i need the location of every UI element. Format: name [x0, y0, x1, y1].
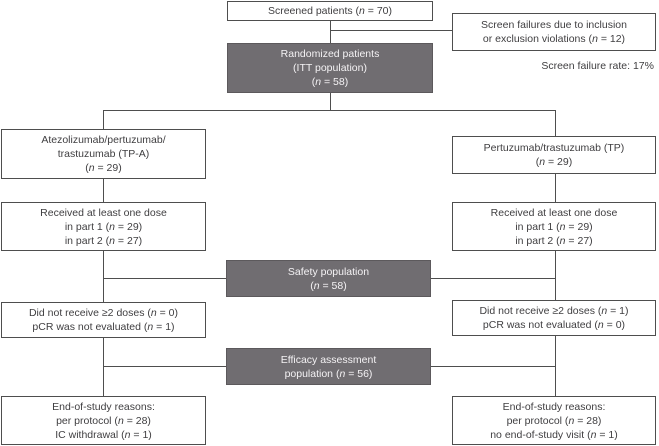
box-line: End-of-study reasons: [502, 400, 606, 413]
box-line: per protocol (n = 28) [56, 414, 151, 427]
box-line: in part 1 (n = 29) [64, 220, 143, 233]
connector-randomized-to-branch [330, 93, 331, 111]
box-line: population (n = 56) [284, 367, 373, 380]
end-of-study-tp-box: End-of-study reasons: per protocol (n = … [452, 396, 656, 445]
box-line: Received at least one dose [40, 206, 167, 219]
connector-branch-to-tpa [103, 110, 104, 129]
connector-received-to-excluded-right [555, 251, 556, 300]
excluded-tp-box: Did not receive ≥2 doses (n = 1) pCR was… [452, 300, 656, 336]
box-line: in part 1 (n = 29) [515, 220, 593, 233]
box-line: pCR was not evaluated (n = 1) [32, 321, 175, 333]
connector-screened-to-randomized [330, 21, 331, 43]
box-line: in part 2 (n = 27) [515, 234, 593, 247]
box-line: (n = 29) [535, 156, 573, 168]
received-dose-tp-box: Received at least one dose in part 1 (n … [452, 202, 656, 251]
box-line: (n = 58) [310, 279, 347, 292]
box-line: Safety population [287, 265, 370, 278]
box-line: pCR was not evaluated (n = 0) [482, 319, 626, 331]
box-line: Efficacy assessment [280, 353, 377, 366]
box-line: Randomized patients [280, 48, 380, 60]
connector-branch-to-tp [555, 110, 556, 136]
screen-failures-box: Screen failures due to inclusion or excl… [452, 13, 656, 51]
box-line: Atezolizumab/pertuzumab/ [41, 134, 166, 146]
box-line: Did not receive ≥2 doses (n = 0) [28, 307, 179, 319]
box-line: no end-of-study visit (n = 1) [490, 428, 618, 441]
connector-tp-to-received [555, 174, 556, 202]
arm-tp-box: Pertuzumab/trastuzumab (TP) (n = 29) [452, 136, 656, 174]
screened-patients-box: Screened patients (n = 70) [227, 1, 433, 21]
connector-safety-right [431, 278, 555, 279]
box-line: Pertuzumab/trastuzumab (TP) [483, 142, 625, 154]
box-line: Received at least one dose [490, 206, 618, 219]
safety-population-box: Safety population (n = 58) [226, 260, 431, 297]
box-line: Screen failures due to inclusion [481, 19, 627, 31]
efficacy-population-box: Efficacy assessment population (n = 56) [226, 348, 431, 385]
connector-safety-left [103, 278, 226, 279]
box-line: IC withdrawal (n = 1) [55, 428, 152, 441]
connector-efficacy-right [431, 366, 555, 367]
connector-efficacy-left [103, 366, 226, 367]
connector-tpa-to-received [103, 179, 104, 202]
received-dose-tpa-box: Received at least one dose in part 1 (n … [1, 202, 206, 251]
box-line: (n = 58) [311, 76, 349, 88]
end-of-study-tpa-box: End-of-study reasons: per protocol (n = … [1, 396, 206, 445]
connector-excluded-to-eos-right [555, 336, 556, 396]
box-line: trastuzumab (TP-A) [57, 148, 150, 160]
box-line: in part 2 (n = 27) [64, 234, 143, 247]
arm-tpa-box: Atezolizumab/pertuzumab/ trastuzumab (TP… [1, 129, 206, 179]
box-line: (n = 29) [85, 162, 122, 174]
box-line: End-of-study reasons: [52, 400, 155, 413]
randomized-box: Randomized patients (ITT population) (n … [227, 43, 433, 93]
screen-failure-rate-label: Screen failure rate: 17% [541, 60, 654, 72]
box-line: per protocol (n = 28) [506, 414, 602, 427]
connector-to-screen-failures [330, 30, 452, 31]
excluded-tpa-box: Did not receive ≥2 doses (n = 0) pCR was… [1, 302, 206, 338]
box-line: (ITT population) [293, 62, 367, 74]
box-line: Did not receive ≥2 doses (n = 1) [479, 305, 629, 317]
connector-branch-horizontal [103, 110, 556, 111]
box-line: or exclusion violations (n = 12) [482, 33, 626, 45]
connector-excluded-to-eos-left [103, 338, 104, 396]
box-line: Screened patients (n = 70) [267, 5, 393, 17]
connector-received-to-excluded-left [103, 251, 104, 302]
